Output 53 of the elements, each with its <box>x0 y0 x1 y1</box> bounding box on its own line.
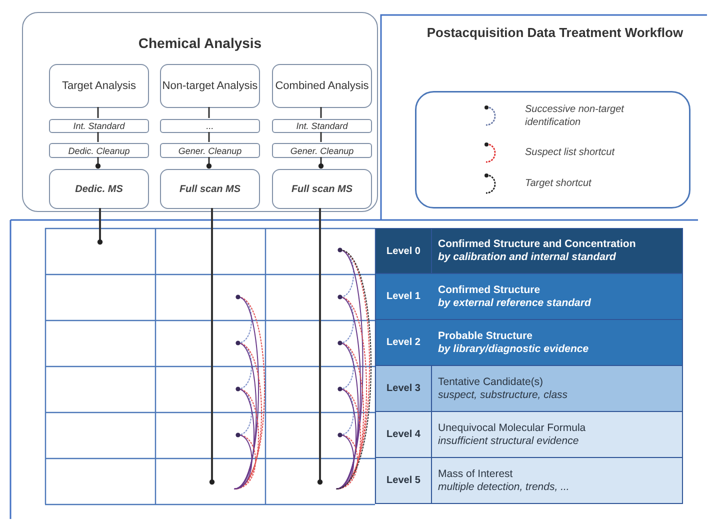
level-label: Level 5 <box>376 458 432 503</box>
process-box: Full scan MS <box>160 169 260 209</box>
connector-line <box>97 208 103 245</box>
legend-label: Successive non-target identification <box>525 103 626 129</box>
step-box: Gener. Cleanup <box>160 143 260 158</box>
level-label: Level 0 <box>376 229 432 273</box>
level-description: by library/diagnostic evidence <box>438 342 590 356</box>
legend-label: Target shortcut <box>525 177 592 190</box>
level-heading: Unequivocal Molecular Formula <box>438 422 587 434</box>
level-row <box>375 458 683 504</box>
level-heading: Tentative Candidate(s) <box>438 376 544 388</box>
process-box: Full scan MS <box>272 169 372 209</box>
connector <box>206 157 212 169</box>
level-label: Level 3 <box>376 366 432 411</box>
level-heading: Confirmed Structure and Concentration <box>438 238 637 251</box>
process-box: Non-target Analysis <box>160 64 260 108</box>
legend-label: Suspect list shortcut <box>525 146 616 159</box>
connector <box>97 132 99 142</box>
step-box: Dedic. Cleanup <box>49 143 149 158</box>
level-description: by calibration and internal standard <box>438 251 617 264</box>
step-box: Int. Standard <box>49 119 149 133</box>
level-description: multiple detection, trends, ... <box>438 480 570 494</box>
connector <box>320 107 322 118</box>
level-row <box>375 366 683 412</box>
level-row <box>375 412 683 458</box>
level-label: Level 1 <box>386 290 422 304</box>
level-label: Level 2 <box>386 336 422 350</box>
level-row <box>375 228 683 274</box>
step-box: Int. Standard <box>272 119 372 133</box>
connector <box>208 132 210 142</box>
level-row <box>375 274 683 320</box>
level-description: suspect, substructure, class <box>438 388 569 402</box>
process-box: Target Analysis <box>49 64 149 108</box>
connector-line <box>317 208 323 485</box>
connector <box>95 157 101 169</box>
process-box: Combined Analysis <box>272 64 372 108</box>
level-heading: Probable Structure <box>438 330 534 342</box>
panel-title: Postacquisition Data Treatment Workflow <box>426 24 684 42</box>
level-heading: Mass of Interest <box>438 468 514 480</box>
level-row <box>375 320 683 366</box>
level-description: insufficient structural evidence <box>438 434 580 448</box>
process-box: Dedic. MS <box>49 169 149 209</box>
group-title: Chemical Analysis <box>137 35 263 51</box>
level-label: Level 4 <box>376 412 432 457</box>
connector <box>320 132 322 142</box>
step-box: Gener. Cleanup <box>272 143 372 158</box>
connector-line <box>209 208 215 485</box>
level-description: by external reference standard <box>438 296 592 310</box>
step-box: ... <box>160 119 260 133</box>
connector <box>208 107 210 118</box>
connector <box>97 107 99 118</box>
level-heading: Confirmed Structure <box>438 284 542 296</box>
connector <box>318 157 324 169</box>
